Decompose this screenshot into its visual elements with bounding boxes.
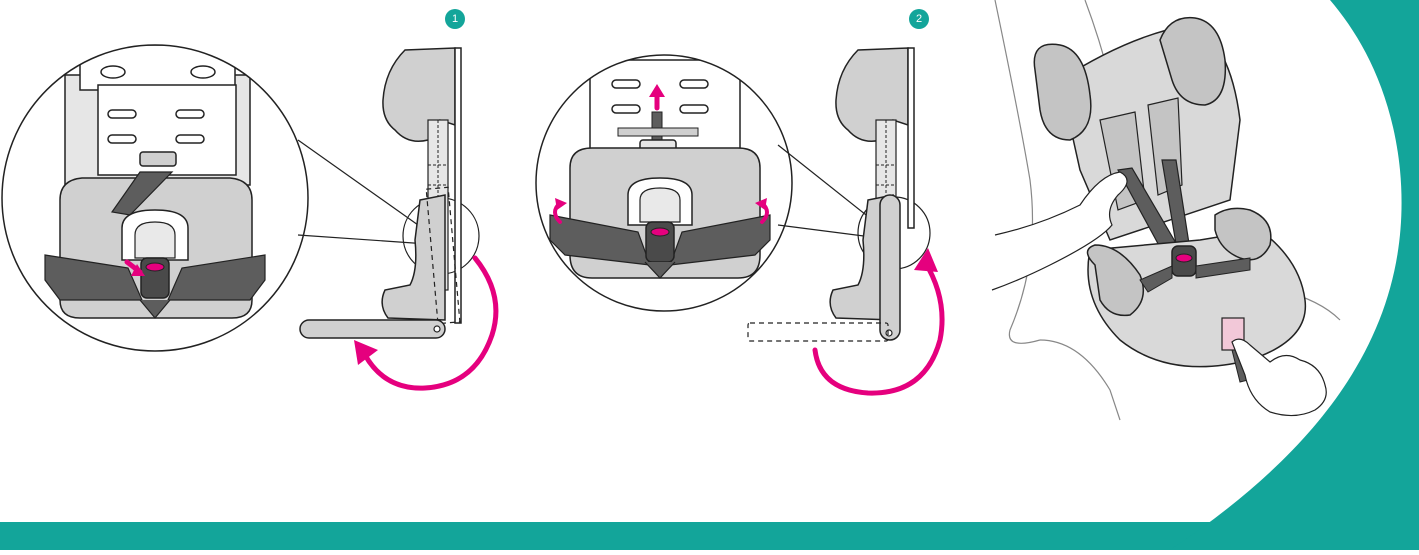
step1-zoom-detail (0, 40, 310, 360)
step1-callout-lines (298, 140, 479, 274)
step2-zoom-detail (530, 50, 800, 320)
step-2-badge: 2 (909, 9, 929, 29)
step3-seat-perspective (992, 0, 1340, 420)
step-1-badge: 1 (445, 9, 465, 29)
hand-pressing-icon (1232, 339, 1326, 415)
step1-seat-side-view (300, 48, 496, 388)
step2-callout-lines (778, 145, 930, 269)
